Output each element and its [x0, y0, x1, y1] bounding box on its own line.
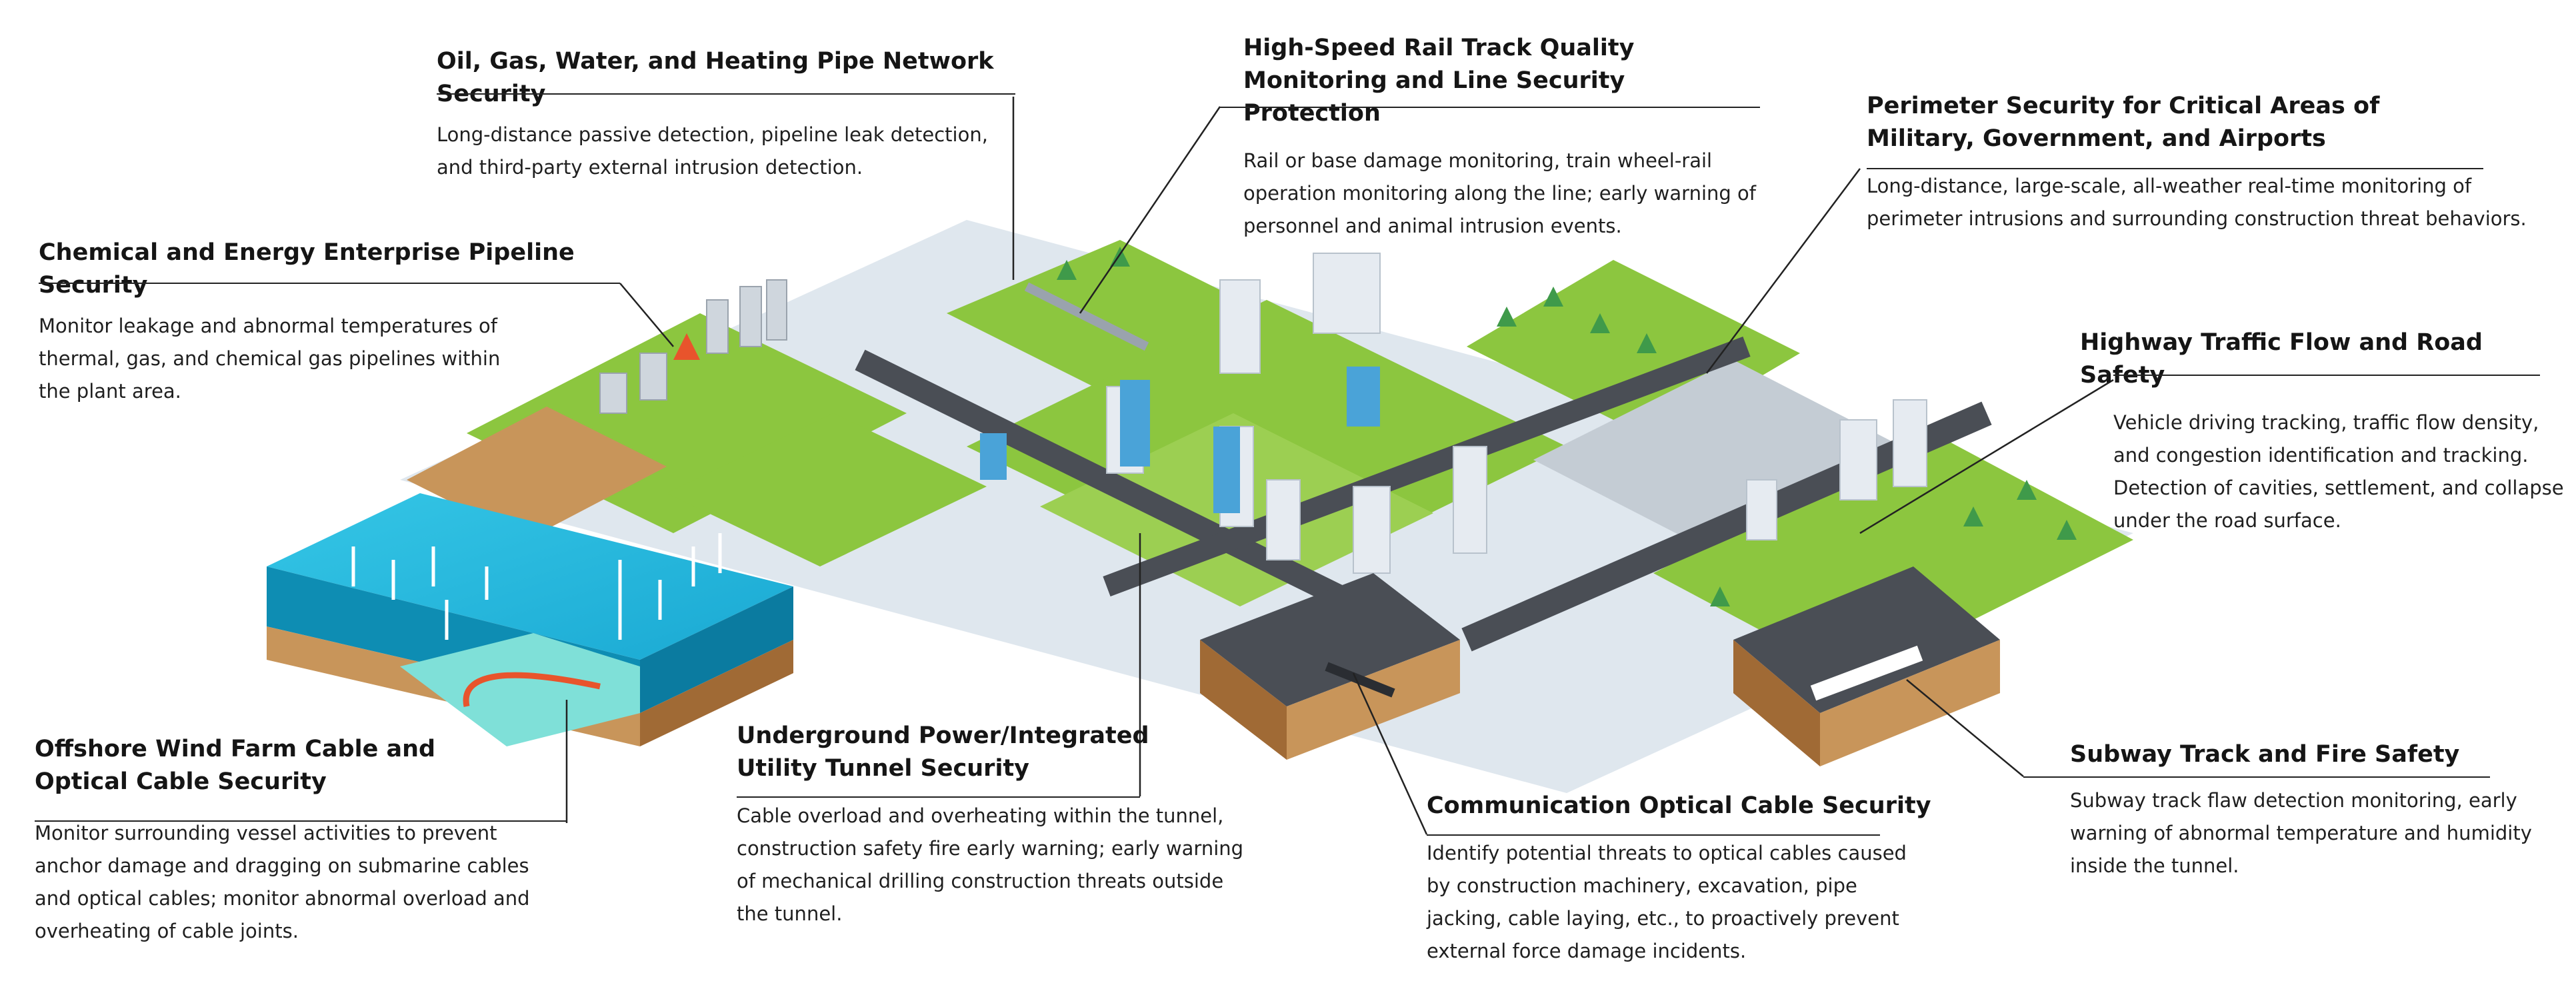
leader-subway — [1906, 679, 2024, 777]
callout-title: Chemical and Energy Enterprise Pipeline … — [39, 239, 575, 299]
office-block — [667, 413, 987, 566]
submarine-cable — [463, 672, 601, 707]
callout-optical: Communication Optical Cable Security Ide… — [1427, 790, 1940, 968]
wind-turbines — [351, 533, 722, 640]
optical-cable-cutaway-front — [1200, 640, 1287, 760]
subway-cutaway-front — [1733, 640, 1820, 766]
leader-lines — [565, 97, 2114, 835]
highway-forest-block — [1653, 433, 2133, 680]
subway-cutaway-top — [1733, 566, 2000, 713]
optical-cable-cutaway-side — [1287, 640, 1460, 760]
callout-title: Offshore Wind Farm Cable and Optical Cab… — [35, 736, 436, 795]
callout-body: Monitor surrounding vessel activities to… — [35, 822, 530, 942]
callout-body: Long-distance, large-scale, all-weather … — [1867, 175, 2527, 230]
subway-tunnel — [1810, 645, 1923, 701]
callout-title: High-Speed Rail Track Quality Monitoring… — [1243, 35, 1635, 127]
callout-chemical: Chemical and Energy Enterprise Pipeline … — [39, 237, 639, 408]
tree-clusters — [1057, 247, 2077, 606]
callout-tunnel: Underground Power/Integrated Utility Tun… — [737, 720, 1283, 930]
callout-rail: High-Speed Rail Track Quality Monitoring… — [1220, 32, 1843, 243]
rail-block — [947, 240, 1267, 387]
callout-title: Oil, Gas, Water, and Heating Pipe Networ… — [437, 48, 994, 107]
callout-perimeter: Perimeter Security for Critical Areas of… — [1867, 90, 2533, 235]
callout-title: Underground Power/Integrated Utility Tun… — [737, 722, 1149, 782]
callout-subway: Subway Track and Fire Safety Subway trac… — [2023, 738, 2550, 882]
optical-cable-cutaway-top — [1200, 573, 1460, 706]
callout-body: Monitor leakage and abnormal temperature… — [39, 315, 501, 403]
callout-title: Perimeter Security for Critical Areas of… — [1867, 93, 2380, 152]
callout-body: Identify potential threats to optical ca… — [1427, 842, 1907, 962]
cable-trench — [400, 633, 640, 746]
sea-side — [640, 586, 793, 713]
main-road — [855, 349, 1352, 610]
leader-perimeter — [1705, 168, 1861, 374]
subway-cutaway-side — [1820, 640, 2000, 766]
leak-warning-icon — [673, 333, 700, 360]
glass-towers — [980, 367, 1380, 513]
callout-offshore: Offshore Wind Farm Cable and Optical Cab… — [35, 733, 581, 948]
seabed-side — [640, 640, 793, 746]
rail-track — [1024, 282, 1149, 351]
leader-chemical — [619, 283, 674, 347]
callout-title: Communication Optical Cable Security — [1427, 792, 1931, 819]
callout-highway: Highway Traffic Flow and Road Safety Veh… — [2080, 327, 2564, 537]
chemical-tanks — [599, 279, 787, 414]
leader-optical — [1352, 672, 1428, 835]
underground-cable-pipe — [1325, 662, 1395, 698]
leader-rail — [1079, 106, 1221, 314]
callout-body: Long-distance passive detection, pipelin… — [437, 123, 988, 179]
callout-title: Subway Track and Fire Safety — [2070, 741, 2460, 768]
callout-body: Cable overload and overheating within th… — [737, 804, 1244, 925]
callout-body: Vehicle driving tracking, traffic flow d… — [2113, 411, 2564, 532]
callout-body: Subway track flaw detection monitoring, … — [2070, 789, 2532, 877]
leader-highway — [1859, 379, 2114, 534]
callout-pipe-network: Oil, Gas, Water, and Heating Pipe Networ… — [437, 45, 1070, 184]
callout-title: Highway Traffic Flow and Road Safety — [2080, 329, 2483, 389]
city-road — [1103, 337, 1751, 596]
callout-body: Rail or base damage monitoring, train wh… — [1243, 149, 1756, 237]
